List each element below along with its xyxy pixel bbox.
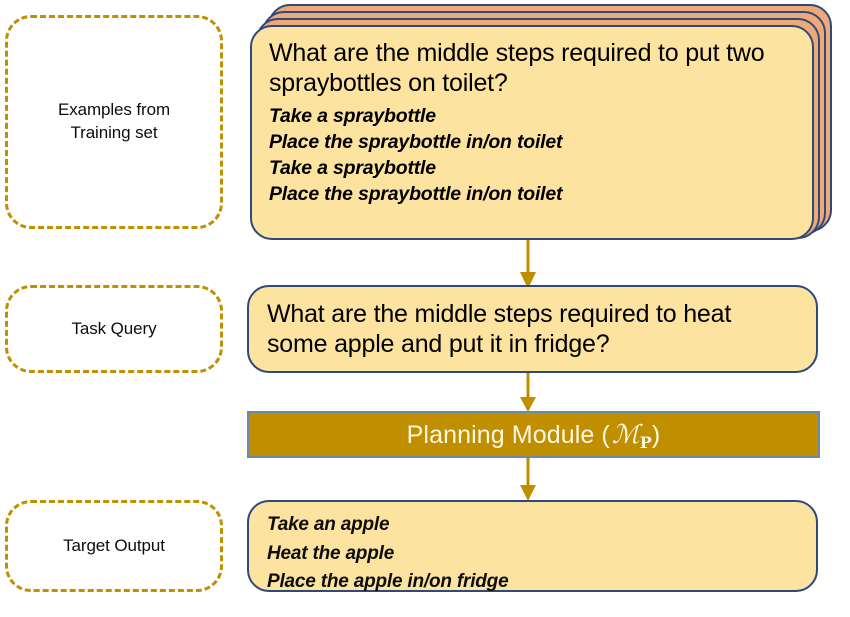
planning-module-bar[interactable]: Planning Module ( ℳ P ) bbox=[247, 411, 820, 458]
example-step-2: Place the spraybottle in/on toilet bbox=[269, 130, 563, 153]
target-output-step-1: Take an apple bbox=[267, 514, 390, 535]
planning-module-name: Planning Module ( bbox=[406, 420, 610, 449]
task-query-card[interactable]: What are the middle steps required to he… bbox=[247, 285, 818, 373]
label-task-query-text: Task Query bbox=[71, 318, 157, 338]
label-target-output-text: Target Output bbox=[63, 535, 165, 555]
arrow-examples-to-query bbox=[520, 240, 536, 289]
example-step-1: Take a spraybottle bbox=[269, 105, 436, 127]
example-step-3: Take a spraybottle bbox=[269, 156, 436, 179]
example-question: What are the middle steps required to pu… bbox=[269, 39, 765, 97]
label-box-examples: Examples from Training set bbox=[5, 15, 223, 229]
planning-module-symbol: ℳ bbox=[611, 419, 640, 450]
planning-module-close: ) bbox=[651, 420, 661, 449]
arrow-module-to-output bbox=[520, 458, 536, 501]
planning-module-label: Planning Module ( ℳ P ) bbox=[406, 419, 661, 452]
label-examples-text: Examples from Training set bbox=[57, 100, 171, 142]
example-step-4: Place the spraybottle in/on toilet bbox=[269, 182, 563, 205]
label-box-task-query: Task Query bbox=[5, 285, 223, 373]
planning-module-subscript: P bbox=[639, 432, 652, 452]
example-card-front[interactable]: What are the middle steps required to pu… bbox=[250, 25, 814, 240]
label-box-target-output: Target Output bbox=[5, 500, 223, 592]
task-query-question: What are the middle steps required to he… bbox=[267, 300, 732, 358]
target-output-step-3: Place the apple in/on fridge bbox=[267, 571, 509, 592]
target-output-step-2: Heat the apple bbox=[267, 542, 395, 564]
arrow-query-to-module bbox=[520, 373, 536, 412]
target-output-card[interactable]: Take an apple Heat the apple Place the a… bbox=[247, 500, 818, 592]
